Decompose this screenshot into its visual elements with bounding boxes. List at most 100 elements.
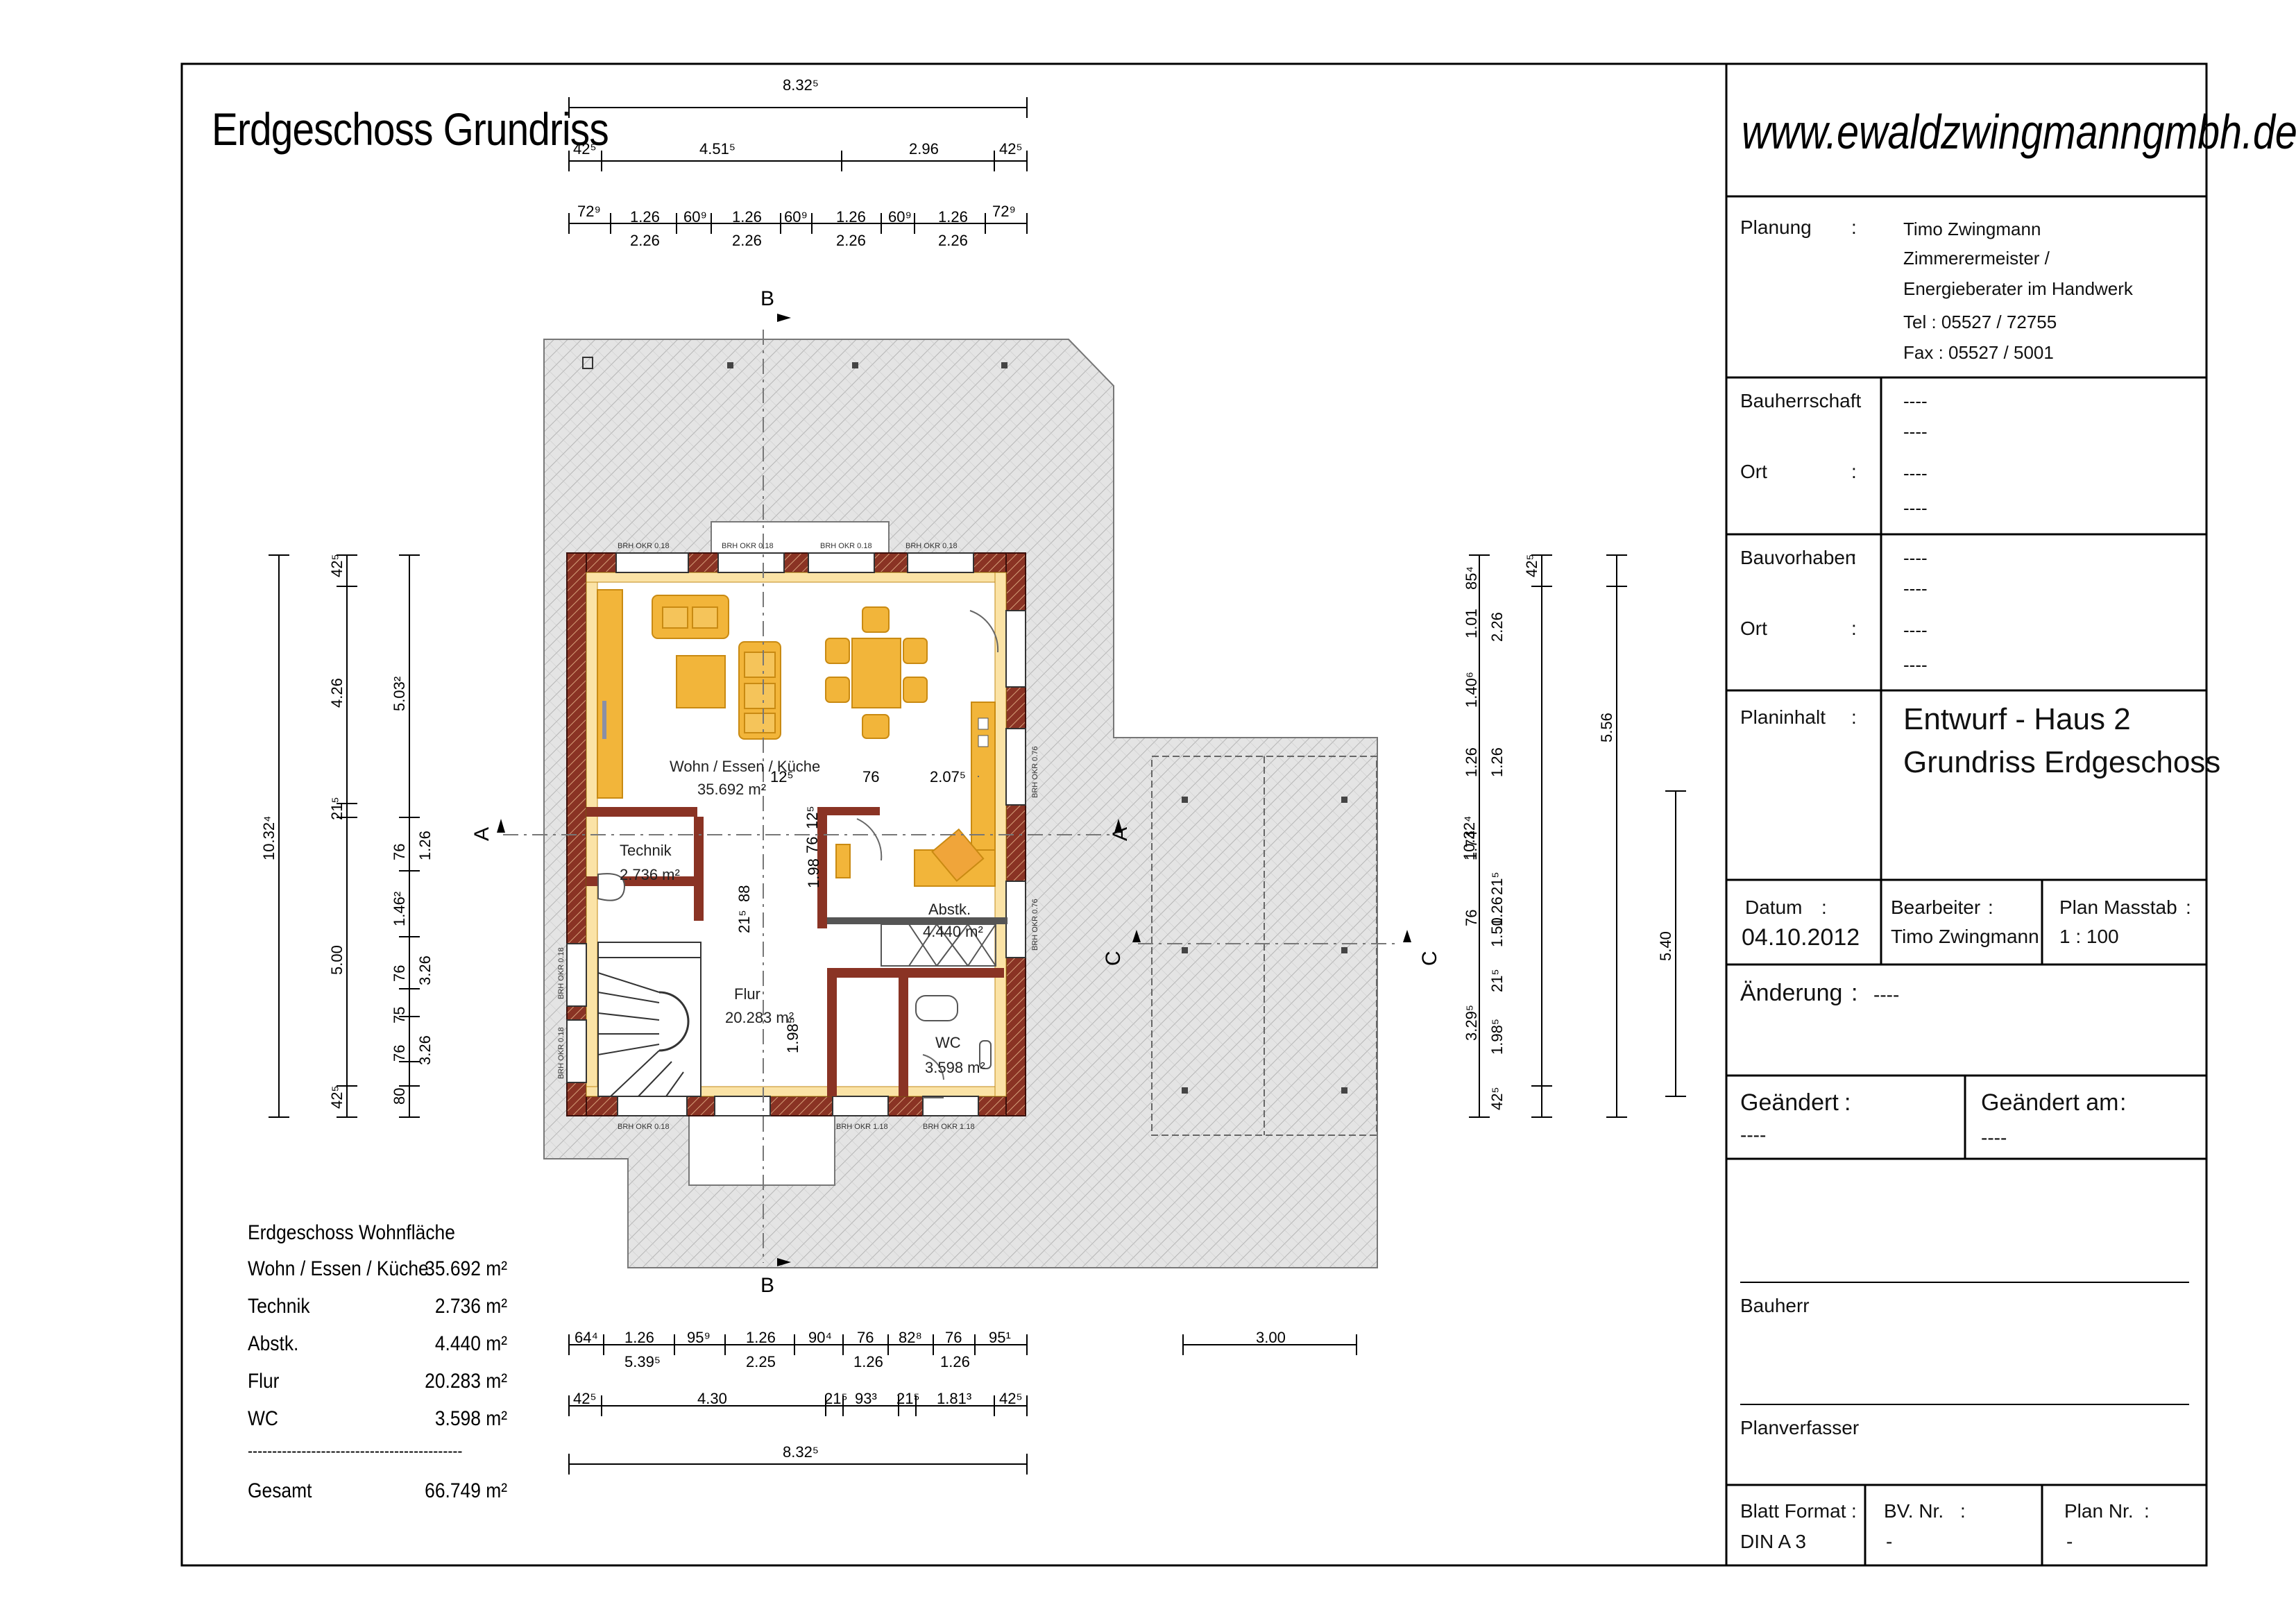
- dim-top-2g: 60⁹: [888, 208, 912, 226]
- planverfasser-signature-label: Planverfasser: [1740, 1417, 1860, 1438]
- room-wc-name: WC: [935, 1034, 961, 1051]
- dim-right-i12: 21⁵: [1488, 969, 1506, 992]
- dim-inner-h: 21⁵: [735, 910, 753, 933]
- titleblock-grid: [1726, 195, 2206, 1565]
- bauherr-signature-label: Bauherr: [1740, 1295, 1810, 1316]
- dim-bot-sub-a: 5.39⁵: [624, 1353, 661, 1370]
- planung-line-4: Tel : 05527 / 72755: [1903, 312, 2057, 332]
- dim-right-i7: 1.74: [1463, 831, 1480, 860]
- bearbeiter-value: Timo Zwingmann: [1891, 926, 2039, 947]
- blatt-format-value: DIN A 3: [1740, 1531, 1806, 1552]
- room-wohnen-name: Wohn / Essen / Küche: [670, 758, 820, 775]
- dim-bot-sub-c: 1.26: [853, 1353, 883, 1370]
- bv-nr-label: BV. Nr.: [1884, 1500, 1944, 1522]
- planinhalt-line-1: Entwurf - Haus 2: [1903, 702, 2131, 736]
- section-markers: [497, 314, 1411, 1266]
- company-website[interactable]: www.ewaldzwingmanngmbh.de: [1742, 105, 2296, 159]
- dim-right-i9: 76: [1463, 910, 1480, 926]
- dim-top-1b: 4.51⁵: [699, 140, 735, 158]
- win-label-1: BRH OKR 0.18: [618, 542, 670, 550]
- interior-walls: [586, 807, 1007, 1096]
- ort-line-1b: ----: [1903, 498, 1928, 518]
- dim-bot-2e: 21⁵: [896, 1390, 920, 1407]
- room-flur-area: 20.283 m²: [725, 1009, 794, 1026]
- blatt-format-label: Blatt Format: [1740, 1500, 1846, 1522]
- storage-shelves: [881, 924, 996, 967]
- aenderung-value: ----: [1873, 984, 1900, 1005]
- dim-inner-a: 12⁵: [770, 768, 794, 785]
- dim-right-top: 42⁵: [1523, 554, 1540, 577]
- ort-colon-1: :: [1851, 461, 1857, 482]
- dim-left-o3: 21⁵: [328, 797, 346, 820]
- dim-bot-2f: 1.81³: [937, 1390, 971, 1407]
- area-separator: ----------------------------------------…: [248, 1442, 463, 1461]
- bv-nr-value: -: [1886, 1531, 1893, 1552]
- masstab-label: Plan Masstab: [2059, 897, 2177, 918]
- planung-line-2: Zimmerermeister /: [1903, 248, 2050, 269]
- dim-bot-1h: 76: [945, 1329, 962, 1346]
- area-room-name: Technik: [248, 1295, 310, 1318]
- bauvorhaben-label: Bauvorhaben: [1740, 547, 1856, 568]
- dim-right-i4: 1.40⁶: [1463, 672, 1480, 708]
- planung-line-1: Timo Zwingmann: [1903, 219, 2041, 239]
- area-room-name: Wohn / Essen / Küche: [248, 1257, 429, 1280]
- area-row-technik: Technik 2.736 m²: [248, 1295, 507, 1318]
- area-total-value: 66.749 m²: [425, 1479, 507, 1502]
- win-label-11: BRH OKR 0.76: [1031, 899, 1039, 951]
- dim-left-i1: 76: [391, 844, 408, 860]
- dim-left-o1: 42⁵: [328, 554, 346, 577]
- dim-inner-i: 1.98⁵: [784, 1017, 801, 1053]
- aenderung-colon: :: [1851, 980, 1858, 1006]
- room-labels: Wohn / Essen / Küche 35.692 m² Technik 2…: [620, 758, 985, 1076]
- door-swings: [856, 610, 999, 1098]
- dim-left-o5: 42⁵: [328, 1085, 346, 1109]
- area-room-name: Flur: [248, 1370, 280, 1393]
- room-abstk-name: Abstk.: [928, 901, 971, 918]
- dim-right-i2: 1.01: [1463, 609, 1480, 638]
- dim-top-1d: 42⁵: [999, 140, 1023, 158]
- dim-right-i8: 21⁵: [1488, 872, 1506, 895]
- area-table-title: Erdgeschoss Wohnfläche: [248, 1221, 455, 1244]
- furniture: [597, 589, 996, 887]
- dining-table: [851, 638, 901, 708]
- dim-left-i6: 75: [391, 1007, 408, 1023]
- dim-top-sub-d: 2.26: [938, 232, 968, 249]
- dim-inner-d: 76: [803, 837, 821, 853]
- bv-nr-colon: :: [1960, 1500, 1966, 1522]
- bearbeiter-colon: :: [1988, 897, 1993, 918]
- dim-left-i2: 1.26: [416, 831, 434, 860]
- dim-right-mid: 5.56: [1598, 713, 1615, 742]
- area-room-value: 2.736 m²: [434, 1295, 507, 1318]
- bauherrschaft-line-1: ----: [1903, 391, 1928, 411]
- dim-left-o4: 5.00: [328, 945, 346, 975]
- dim-top-sub-b: 2.26: [732, 232, 762, 249]
- plan-nr-value: -: [2066, 1531, 2073, 1552]
- dim-bot-1i: 95¹: [989, 1329, 1011, 1346]
- dim-top-2f: 1.26: [836, 208, 866, 226]
- dim-bot-1f: 76: [857, 1329, 874, 1346]
- masstab-colon: :: [2186, 897, 2191, 918]
- dim-inner-e: 12⁵: [803, 806, 821, 829]
- ort-colon-2: :: [1851, 618, 1857, 639]
- dim-right-i13: 3.29⁵: [1463, 1005, 1480, 1041]
- dim-inner-g: 88: [735, 885, 753, 902]
- dim-top-2b: 1.26: [630, 208, 660, 226]
- planinhalt-label: Planinhalt: [1740, 706, 1826, 728]
- dim-bot-1g: 82⁸: [899, 1329, 922, 1346]
- vent-icon: [582, 357, 593, 369]
- dim-right-i14: 1.98⁵: [1488, 1019, 1506, 1055]
- dim-top-1a: 42⁵: [573, 140, 597, 158]
- planinhalt-colon: :: [1851, 706, 1857, 728]
- wc-fixtures: [597, 873, 992, 1069]
- bay-window: [711, 521, 890, 559]
- dim-bot-1c: 95⁹: [687, 1329, 711, 1346]
- dim-top-1c: 2.96: [909, 140, 939, 158]
- ort-line-2a: ----: [1903, 620, 1928, 640]
- section-c-right: C: [1418, 951, 1441, 966]
- dim-right-i5: 1.26: [1463, 747, 1480, 777]
- bauvorhaben-line-2: ----: [1903, 578, 1928, 599]
- geaendert-am-colon: :: [2120, 1089, 2127, 1116]
- section-a-right: A: [1109, 827, 1132, 841]
